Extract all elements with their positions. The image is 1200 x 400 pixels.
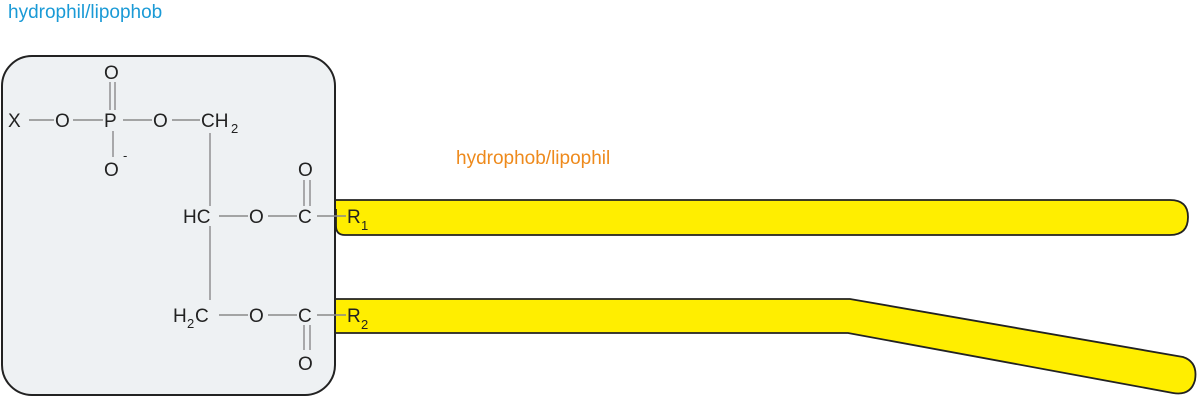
bonds: [29, 82, 346, 350]
hydrophobic-label: hydrophob/lipophil: [456, 148, 611, 169]
atom-o-p-double: O: [104, 63, 119, 84]
atom-r1: R: [347, 207, 361, 228]
atom-p: P: [104, 111, 117, 132]
atom-o-ester-2: O: [249, 306, 264, 327]
atom-r2: R: [347, 306, 361, 327]
atom-ch2: CH: [201, 111, 228, 132]
atom-h2c-h: H: [173, 306, 187, 327]
ch2-subscript: 2: [231, 121, 238, 136]
atom-o-ester-1: O: [249, 207, 264, 228]
h2c-subscript: 2: [187, 316, 194, 331]
atom-h2c-c: C: [195, 306, 209, 327]
fatty-acid-tail-1: [335, 199, 1189, 236]
atom-o-2: O: [153, 111, 168, 132]
atom-c-ester-2: C: [298, 306, 312, 327]
hydrophilic-head-box: [1, 55, 336, 396]
atom-x: X: [8, 111, 21, 132]
atom-o-carbonyl-2: O: [298, 354, 313, 375]
charge-minus: -: [123, 148, 127, 163]
r1-subscript: 1: [361, 218, 368, 233]
r2-subscript: 2: [361, 317, 368, 332]
atom-o-1: O: [55, 111, 70, 132]
atom-o-carbonyl-1: O: [298, 160, 313, 181]
atom-c-ester-1: C: [298, 207, 312, 228]
fatty-acid-tail-2: [335, 298, 1197, 395]
atom-hc: HC: [183, 207, 210, 228]
atom-o-p-single: O: [104, 160, 119, 181]
hydrophilic-label: hydrophil/lipophob: [8, 2, 163, 23]
